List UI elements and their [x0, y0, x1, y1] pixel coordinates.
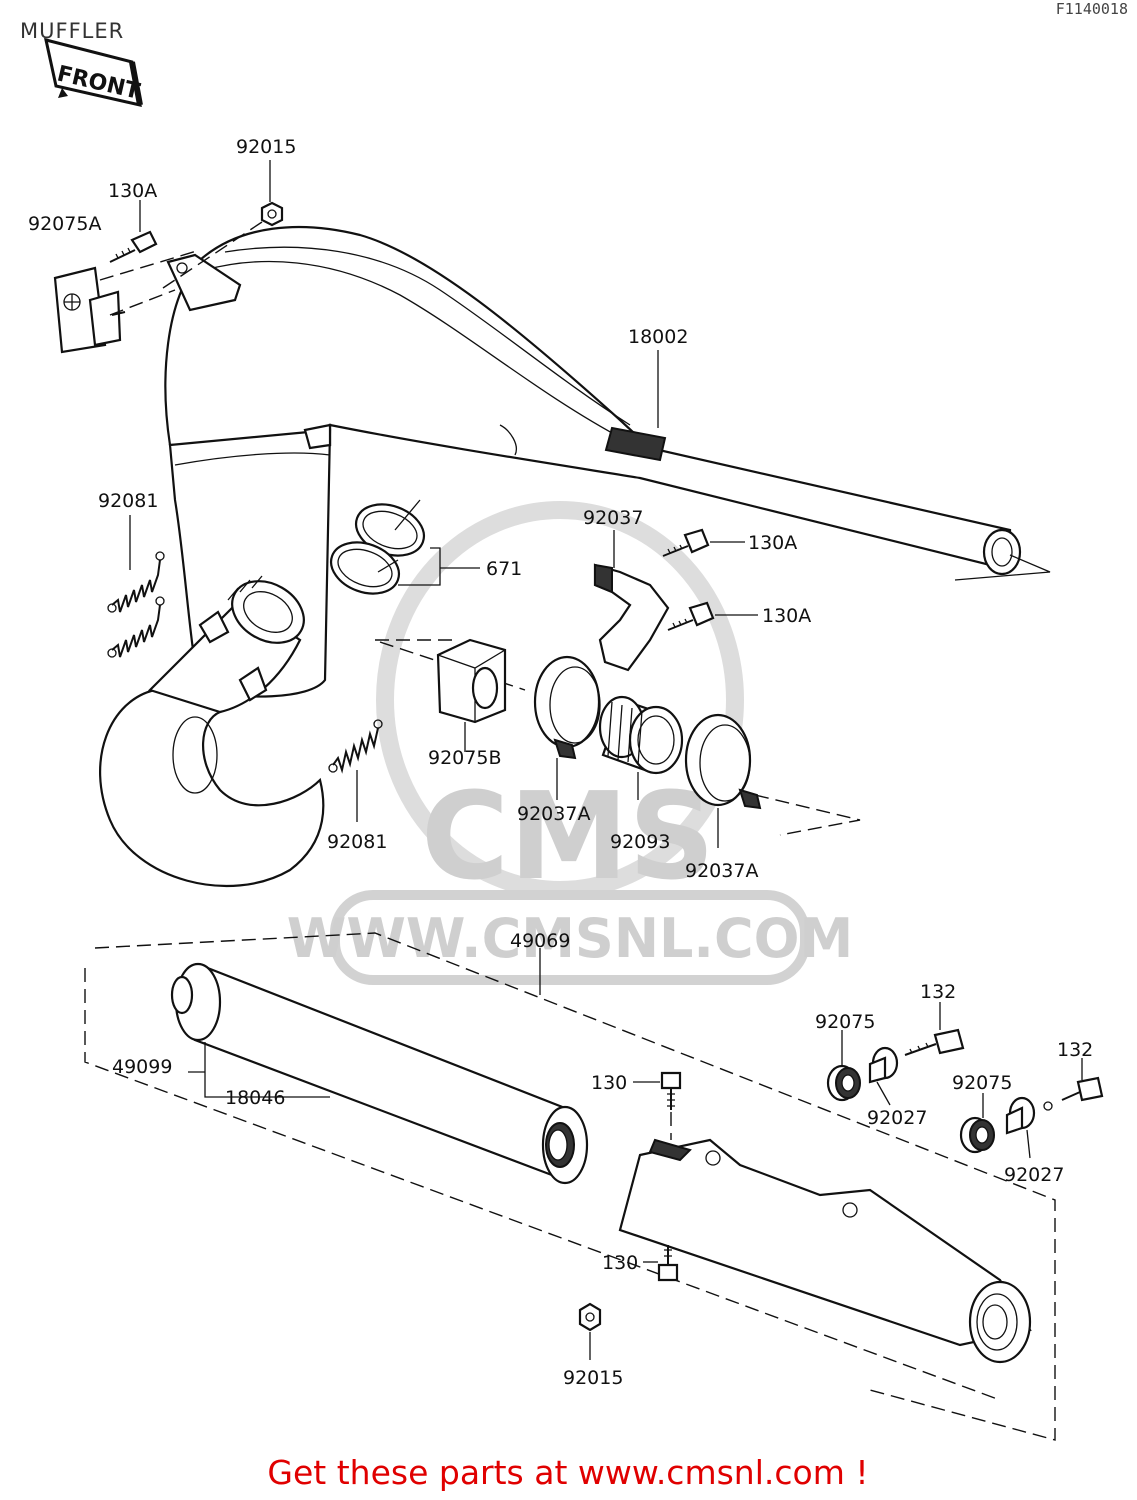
callout-92037: 92037 — [583, 507, 643, 529]
bolt-130A-top — [109, 230, 158, 263]
grommet-92075-b — [959, 1116, 995, 1154]
expansion-chamber — [99, 225, 1051, 888]
silencer-dashed-frame — [84, 932, 1056, 1441]
bolt-132-a — [904, 1028, 965, 1056]
callout-130A-right-1: 130A — [748, 532, 797, 554]
sleeve-92093 — [598, 695, 684, 775]
bolt-132-b — [1043, 1076, 1104, 1111]
diagram-title: MUFFLER — [20, 19, 124, 43]
callout-130-upper: 130 — [591, 1072, 627, 1094]
silencer-cover — [618, 1138, 1032, 1364]
callout-132-b: 132 — [1057, 1039, 1093, 1061]
spring-92081-mid — [328, 719, 383, 774]
nut-92015-bottom — [578, 1302, 602, 1332]
nut-92015-top — [260, 201, 284, 227]
callout-130A-right-2: 130A — [762, 605, 811, 627]
damper-92075A — [53, 266, 126, 354]
callout-130-lower: 130 — [602, 1252, 638, 1274]
callout-92027-b: 92027 — [1004, 1164, 1064, 1186]
callout-92015-top: 92015 — [236, 136, 296, 158]
callout-92075B: 92075B — [428, 747, 501, 769]
clamp-92037A-right — [684, 713, 762, 810]
callout-92037A-right: 92037A — [685, 860, 758, 882]
collar-92027-a — [868, 1046, 899, 1084]
callout-49069: 49069 — [510, 930, 570, 952]
callout-92093: 92093 — [610, 831, 670, 853]
clamp-92037A-left — [533, 655, 601, 760]
collar-92027-b — [1005, 1096, 1036, 1135]
callout-132-a: 132 — [920, 981, 956, 1003]
silencer-body-18046 — [170, 962, 589, 1185]
callout-92027-a: 92027 — [867, 1107, 927, 1129]
bolt-130-lower — [657, 1245, 679, 1282]
o-rings-671 — [330, 503, 425, 595]
spring-92081-left — [107, 551, 165, 658]
callout-18046: 18046 — [225, 1087, 285, 1109]
bolt-130A-right-1 — [662, 528, 710, 557]
cmsnl-watermark: CMS WWW.CMSNL.COM — [287, 501, 853, 985]
bracket-92037 — [593, 563, 670, 672]
bolt-130A-right-2 — [667, 601, 715, 631]
watermark-brand: CMS — [421, 768, 715, 907]
callout-49099: 49099 — [112, 1056, 172, 1078]
grommet-92075-a — [826, 1064, 861, 1102]
callout-92075-b: 92075 — [952, 1072, 1012, 1094]
watermark-url: WWW.CMSNL.COM — [287, 907, 853, 970]
callout-92037A-left: 92037A — [517, 803, 590, 825]
reference-code: F1140018 — [1056, 0, 1128, 18]
callout-671: 671 — [486, 558, 522, 580]
bolt-130-upper — [660, 1071, 682, 1110]
callout-92015-bottom: 92015 — [563, 1367, 623, 1389]
callout-92075A: 92075A — [28, 213, 101, 235]
rubber-block-92075B — [436, 638, 507, 724]
callout-130A-top: 130A — [108, 180, 157, 202]
callout-92081-left: 92081 — [98, 490, 158, 512]
front-direction-tag: FRONT — [44, 37, 143, 107]
callout-92081-mid: 92081 — [327, 831, 387, 853]
callout-92075-a: 92075 — [815, 1011, 875, 1033]
footer-link-text[interactable]: Get these parts at www.cmsnl.com ! — [267, 1453, 868, 1492]
callout-18002: 18002 — [628, 326, 688, 348]
